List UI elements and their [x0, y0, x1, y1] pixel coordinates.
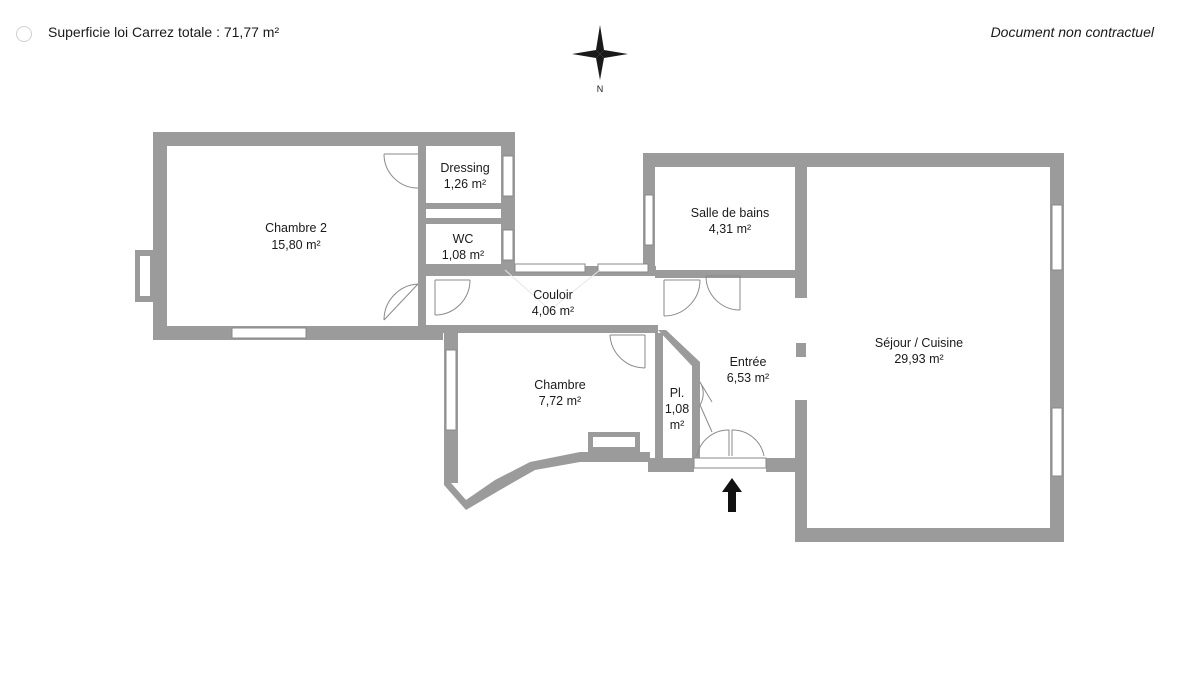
room-name-wc: WC [453, 232, 474, 246]
wall-openings [140, 256, 635, 447]
room-name-chambre2: Chambre 2 [265, 221, 327, 235]
room-area-chambre: 7,72 m² [539, 394, 581, 408]
north-label: N [597, 84, 604, 94]
compass-rose-icon: N [572, 25, 628, 94]
windows [231, 155, 1063, 477]
room-area-salle-de-bains: 4,31 m² [709, 222, 751, 236]
room-area-placard-value: 1,08 [665, 402, 689, 416]
room-area-sejour: 29,93 m² [894, 352, 943, 366]
room-name-couloir: Couloir [533, 288, 573, 302]
copyright-icon [16, 26, 32, 42]
entrance-arrow-icon [722, 478, 742, 512]
room-area-wc: 1,08 m² [442, 248, 484, 262]
background-watermark [504, 269, 601, 311]
room-labels: Chambre 2 15,80 m² Dressing 1,26 m² WC 1… [265, 161, 963, 432]
room-area-couloir: 4,06 m² [532, 304, 574, 318]
room-area-placard-unit: m² [670, 418, 685, 432]
room-name-chambre: Chambre [534, 378, 585, 392]
room-area-dressing: 1,26 m² [444, 177, 486, 191]
total-area-label: Superficie loi Carrez totale : [48, 24, 220, 40]
total-area-value: 71,77 m² [223, 24, 280, 40]
room-area-entree: 6,53 m² [727, 371, 769, 385]
room-name-placard: Pl. [670, 386, 685, 400]
room-name-entree: Entrée [730, 355, 767, 369]
room-name-salle-de-bains: Salle de bains [691, 206, 770, 220]
doors [383, 153, 765, 457]
room-name-sejour: Séjour / Cuisine [875, 336, 963, 350]
room-name-dressing: Dressing [440, 161, 489, 175]
watermark-logo [16, 24, 136, 42]
total-area: Superficie loi Carrez totale : 71,77 m² [48, 24, 279, 40]
room-area-chambre2: 15,80 m² [271, 238, 320, 252]
disclaimer: Document non contractuel [990, 24, 1154, 40]
